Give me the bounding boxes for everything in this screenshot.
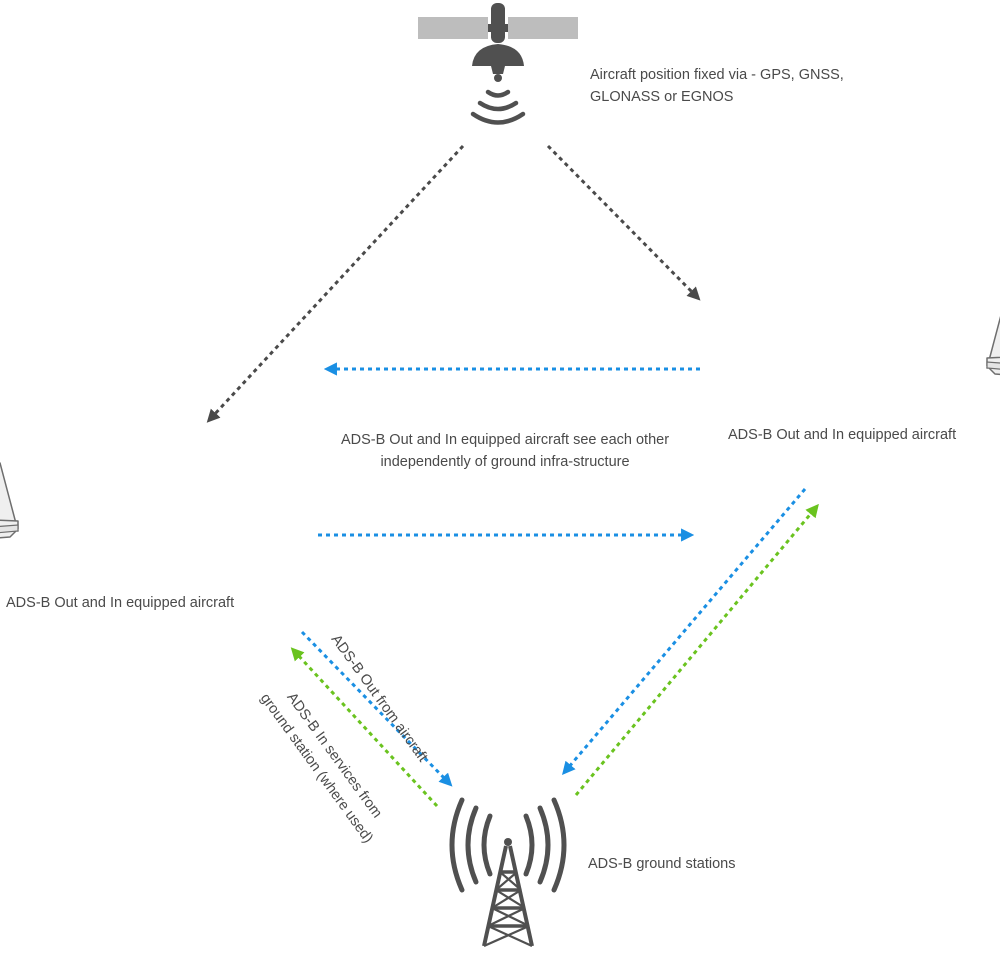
satellite-label: Aircraft position fixed via - GPS, GNSS,… [590, 67, 844, 105]
ads-b-in-arrow-right-aircraft [574, 503, 819, 796]
ground-stations-label: ADS-B ground stations [588, 856, 736, 872]
aircraft-icon-left [0, 461, 20, 583]
ads-b-out-arrow-right-aircraft [562, 488, 807, 776]
gps-arrow-to-left-aircraft [206, 144, 465, 423]
left-aircraft-label: ADS-B Out and In equipped aircraft [6, 595, 235, 611]
right-aircraft-label: ADS-B Out and In equipped aircraft [728, 427, 957, 443]
aircraft-icon-right [985, 298, 1000, 420]
ads-b-in-arrow-left-aircraft [290, 647, 439, 808]
ads-b-out-arrow-left-aircraft [300, 630, 453, 787]
satellite-icon [418, 3, 578, 125]
gps-arrow-to-right-aircraft [546, 144, 701, 301]
air-to-air-label: ADS-B Out and In equipped aircraft see e… [340, 432, 670, 470]
radio-tower-icon [449, 797, 567, 948]
